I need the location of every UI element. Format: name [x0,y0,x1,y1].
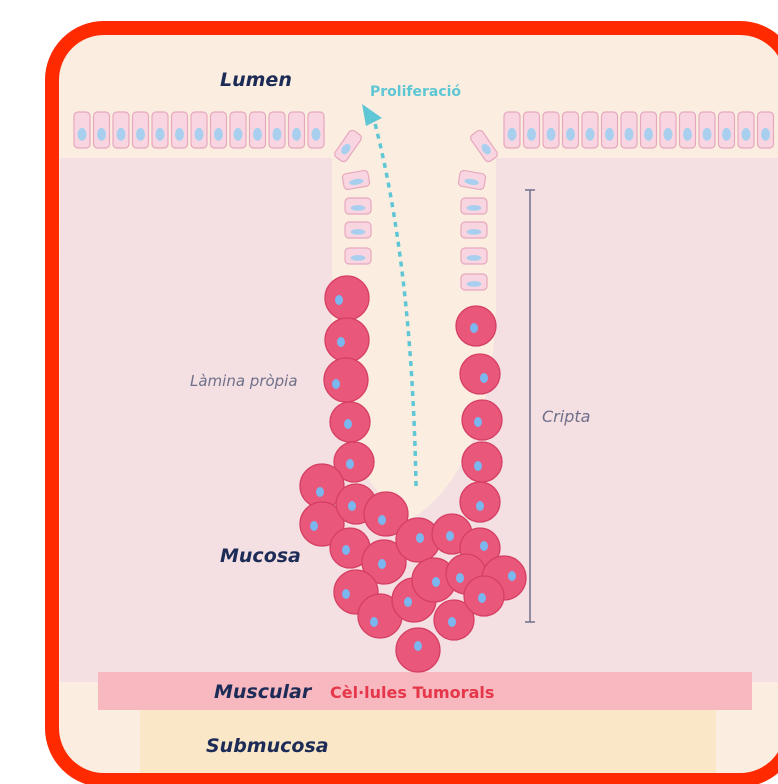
label-submucosa: Submucosa [206,735,329,757]
epithelial-cell [582,112,598,148]
label-proliferation: Proliferació [370,84,461,100]
epithelial-cell [308,112,324,148]
tumor-cell [460,354,500,394]
epithelial-cell [461,274,487,290]
label-mucosa: Mucosa [220,545,301,567]
tumor-cell [325,318,369,362]
epithelial-cell [269,112,285,148]
epithelial-cell [680,112,696,148]
epithelial-cell [602,112,618,148]
diagram-content [40,20,778,784]
tumor-cell [325,276,369,320]
epithelial-cell [543,112,559,148]
epithelial-cell [738,112,754,148]
tumor-cell [396,628,440,672]
label-tumor-cells: Cèl·lules Tumorals [330,683,494,702]
epithelial-cell [230,112,246,148]
epithelial-cell [133,112,149,148]
label-cripta: Cripta [542,407,590,426]
epithelial-cell [563,112,579,148]
tumor-cell [324,358,368,402]
epithelial-cell [191,112,207,148]
epithelial-cell [719,112,735,148]
epithelial-cell [172,112,188,148]
epithelial-cell [250,112,266,148]
epithelial-cell [758,112,774,148]
epithelial-cell [345,248,371,264]
tumor-cell [460,482,500,522]
epithelial-cell [211,112,227,148]
label-lumen: Lumen [220,69,292,91]
epithelial-cell [94,112,110,148]
epithelial-cell [461,222,487,238]
epithelial-cell [524,112,540,148]
label-lamina-propia: Làmina pròpia [190,372,298,390]
epithelial-cell [461,198,487,214]
epithelial-cell [345,222,371,238]
epithelial-cell [74,112,90,148]
epithelial-cell [345,198,371,214]
epithelial-cell [461,248,487,264]
tumor-cell [462,442,502,482]
epithelial-cell [699,112,715,148]
epithelial-cell [152,112,168,148]
epithelial-cell [641,112,657,148]
epithelial-cell [289,112,305,148]
tumor-cell [464,576,504,616]
epithelial-cell [113,112,129,148]
epithelial-cell [660,112,676,148]
epithelial-cell [621,112,637,148]
epithelial-cell [504,112,520,148]
tumor-cell [462,400,502,440]
tumor-cell [330,402,370,442]
tumor-cell [456,306,496,346]
label-muscular: Muscular [214,681,313,703]
